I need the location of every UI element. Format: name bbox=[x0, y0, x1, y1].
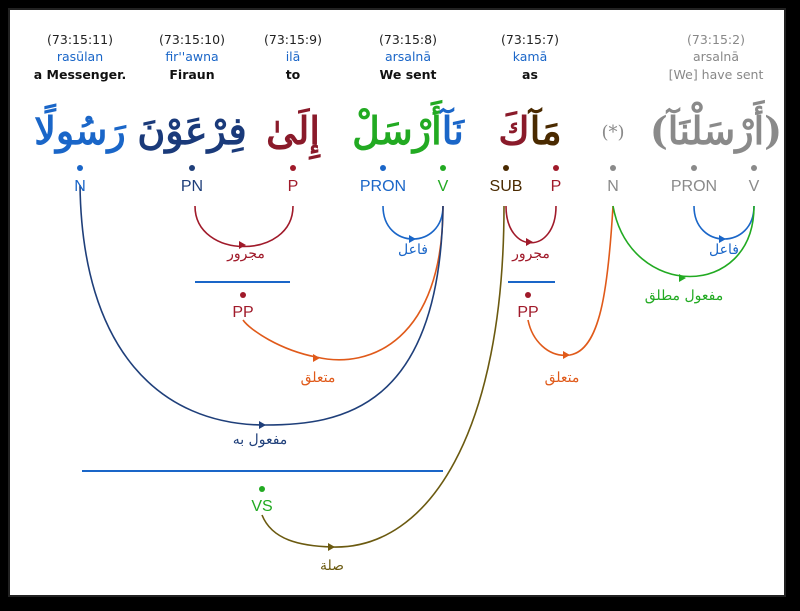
arc-fail-2 bbox=[693, 205, 755, 240]
arrow-majrur-1 bbox=[239, 241, 246, 249]
word-transliteration: fir''awna bbox=[165, 49, 219, 64]
dot-pron1 bbox=[380, 165, 386, 171]
word-location: (73:15:9) bbox=[264, 32, 322, 47]
word-transliteration: arsalnā bbox=[692, 49, 740, 64]
word-transliteration: kamā bbox=[512, 49, 548, 64]
arrow-mafulmutlaq bbox=[679, 274, 686, 282]
arc-layer bbox=[77, 165, 757, 551]
arrow-majrur-2 bbox=[526, 238, 533, 246]
word-translation: We sent bbox=[379, 67, 437, 82]
relation-mutaallaq-2: متعلق bbox=[544, 370, 580, 386]
arabic-segment-pron: نَآ bbox=[441, 108, 464, 153]
arabic-word-5: مَآكَ bbox=[498, 108, 561, 153]
tag-sub: SUB bbox=[489, 178, 523, 195]
tag-pn: PN bbox=[180, 178, 204, 195]
word-header-2: (73:15:10) fir''awna Firaun bbox=[132, 32, 252, 84]
tag-p-1: P bbox=[287, 178, 299, 195]
word-transliteration: rasūlan bbox=[56, 49, 104, 64]
tag-vs: VS bbox=[251, 498, 273, 515]
arabic-word-4: نَآأَرْسَلْ bbox=[352, 108, 464, 153]
word-translation: to bbox=[285, 67, 301, 82]
relation-majrur-1: مجرور bbox=[227, 246, 265, 262]
word-translation: as bbox=[522, 67, 538, 82]
arabic-segment-p: كَ bbox=[498, 108, 530, 153]
dot-vs bbox=[259, 486, 265, 492]
arabic-word-2: فِرْعَوْنَ bbox=[137, 108, 247, 153]
word-header-6: (73:15:2) arsalnā [We] have sent bbox=[656, 32, 776, 84]
word-header-5: (73:15:7) kamā as bbox=[470, 32, 590, 84]
word-translation: a Messenger. bbox=[33, 67, 127, 82]
arc-mafulmutlaq bbox=[612, 205, 755, 278]
tag-pp-2: PP bbox=[517, 304, 539, 321]
relation-mafulmutlaq: مفعول مطلق bbox=[644, 288, 724, 304]
arabic-segment-verb: أَرْسَلْ bbox=[352, 108, 442, 153]
arc-majrur-1 bbox=[194, 205, 294, 248]
dot-sub bbox=[503, 165, 509, 171]
dot-pron2 bbox=[691, 165, 697, 171]
word-header-3: (73:15:9) ilā to bbox=[233, 32, 353, 84]
arrow-mafulbih bbox=[259, 421, 266, 429]
tag-p-2: P bbox=[550, 178, 562, 195]
dot-pp1 bbox=[240, 292, 246, 298]
relation-sila: صلة bbox=[319, 558, 345, 574]
arrow-mutaallaq-2 bbox=[563, 351, 570, 359]
elided-noun-marker: (*) bbox=[601, 122, 625, 143]
tag-pron-2: PRON bbox=[670, 178, 718, 195]
arabic-word-3: إِلَىٰ bbox=[266, 108, 320, 153]
arc-sila bbox=[261, 205, 505, 548]
word-translation: Firaun bbox=[169, 67, 215, 82]
dot-n1 bbox=[77, 165, 83, 171]
dot-p1 bbox=[290, 165, 296, 171]
word-header-1: (73:15:11) rasūlan a Messenger. bbox=[20, 32, 140, 84]
dependency-graph: (73:15:11) rasūlan a Messenger. (73:15:1… bbox=[10, 10, 784, 595]
tag-v-1: V bbox=[437, 178, 449, 195]
arc-majrur-2 bbox=[505, 205, 557, 244]
arc-mafulbih bbox=[79, 184, 444, 426]
word-location: (73:15:11) bbox=[47, 32, 113, 47]
dot-pn bbox=[189, 165, 195, 171]
arc-fail-1 bbox=[382, 205, 444, 240]
relation-mafulbih: مفعول به bbox=[232, 432, 288, 448]
relation-fail-2: فاعل bbox=[709, 242, 739, 258]
dot-v1 bbox=[440, 165, 446, 171]
tag-n-2: N bbox=[607, 178, 619, 195]
word-translation: [We] have sent bbox=[668, 67, 764, 82]
arabic-word-1: رَسُولًا bbox=[34, 108, 126, 153]
arrow-sila bbox=[328, 543, 335, 551]
dot-v2 bbox=[751, 165, 757, 171]
word-location: (73:15:7) bbox=[501, 32, 559, 47]
tag-pp-1: PP bbox=[232, 304, 254, 321]
dot-p2 bbox=[553, 165, 559, 171]
arabic-segment-sub: مَآ bbox=[529, 108, 562, 153]
tag-pron-1: PRON bbox=[359, 178, 407, 195]
relation-majrur-2: مجرور bbox=[512, 246, 550, 262]
arrow-mutaallaq-1 bbox=[313, 354, 320, 362]
arrow-fail-2 bbox=[719, 235, 726, 243]
arrow-fail-1 bbox=[409, 235, 416, 243]
arabic-word-6: (أَرْسَلْنَآ) bbox=[649, 108, 783, 153]
word-location: (73:15:10) bbox=[159, 32, 225, 47]
word-transliteration: arsalnā bbox=[384, 49, 432, 64]
dot-n2 bbox=[610, 165, 616, 171]
arc-mutaallaq-2 bbox=[527, 205, 614, 357]
relation-mutaallaq-1: متعلق bbox=[300, 370, 336, 386]
arc-mutaallaq-1 bbox=[242, 205, 444, 361]
word-location: (73:15:2) bbox=[687, 32, 745, 47]
dot-pp2 bbox=[525, 292, 531, 298]
word-header-4: (73:15:8) arsalnā We sent bbox=[348, 32, 468, 84]
word-location: (73:15:8) bbox=[379, 32, 437, 47]
word-transliteration: ilā bbox=[285, 49, 301, 64]
tag-v-2: V bbox=[748, 178, 760, 195]
relation-fail-1: فاعل bbox=[398, 242, 428, 258]
tag-n-1: N bbox=[74, 178, 86, 195]
